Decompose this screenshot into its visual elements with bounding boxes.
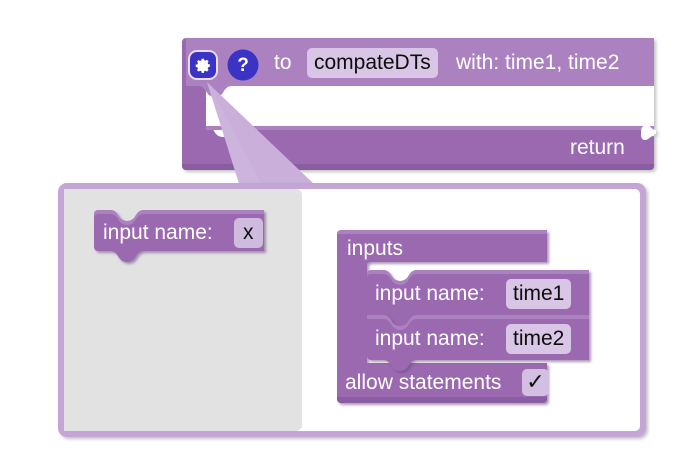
input-name-label-time1: input name: — [375, 282, 485, 305]
question-mark-icon[interactable]: ? — [230, 52, 256, 78]
allow-statements-label: allow statements — [345, 371, 502, 394]
inputs-container-title: inputs — [347, 237, 404, 260]
inputs-container-block-shape[interactable] — [337, 230, 547, 403]
input-name-value-time1[interactable]: time1 — [506, 279, 572, 309]
gear-icon[interactable] — [190, 52, 216, 78]
procedure-block-shape[interactable] — [182, 38, 656, 170]
allow-statements-checkbox[interactable]: ✓ — [522, 369, 549, 396]
flyout-input-name-value[interactable]: x — [234, 218, 263, 248]
to-label: to — [274, 51, 292, 74]
input-name-value-time2[interactable]: time2 — [506, 324, 572, 354]
flyout-input-name-block-shape[interactable] — [94, 210, 264, 262]
with-params-label: with: time1, time2 — [456, 51, 620, 74]
procedure-name-field[interactable]: compateDTs — [307, 48, 438, 78]
return-label: return — [570, 136, 625, 159]
checkbox-check-icon: ✓ — [526, 369, 545, 395]
mutator-tail — [207, 82, 316, 190]
flyout-input-name-label: input name: — [103, 221, 213, 244]
gear-icon-glyph — [195, 58, 210, 73]
input-name-label-time2: input name: — [375, 327, 485, 350]
question-mark-label: ? — [237, 54, 249, 76]
